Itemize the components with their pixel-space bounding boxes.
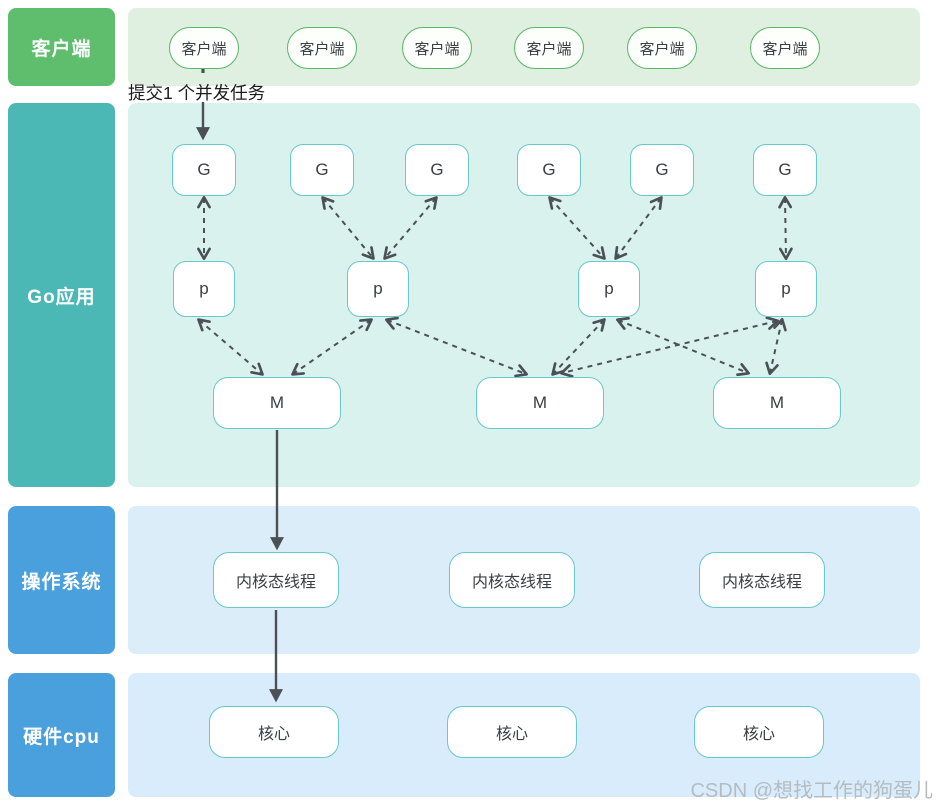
layer-tab-go-app: Go应用 xyxy=(8,103,115,487)
g-5-node: G xyxy=(630,144,694,196)
client-2-node: 客户端 xyxy=(287,27,357,69)
cpu-core-1-node: 核心 xyxy=(209,706,339,758)
p-3-node: p xyxy=(578,261,640,317)
cpu-core-3-node: 核心 xyxy=(694,706,824,758)
kernel-thread-1-node: 内核态线程 xyxy=(213,552,339,608)
submit-task-label: 提交1 个并发任务 xyxy=(128,83,266,103)
g-1-node: G xyxy=(172,144,236,196)
g-3-node: G xyxy=(405,144,469,196)
m-1-node: M xyxy=(213,377,341,429)
g-2-node: G xyxy=(290,144,354,196)
client-6-node: 客户端 xyxy=(750,27,820,69)
p-2-node: p xyxy=(347,261,409,317)
kernel-thread-2-node: 内核态线程 xyxy=(449,552,575,608)
client-1-node: 客户端 xyxy=(169,27,239,69)
m-3-node: M xyxy=(713,377,841,429)
kernel-thread-3-node: 内核态线程 xyxy=(699,552,825,608)
client-4-node: 客户端 xyxy=(514,27,584,69)
p-4-node: p xyxy=(755,261,817,317)
client-5-node: 客户端 xyxy=(627,27,697,69)
layer-tab-client: 客户端 xyxy=(8,8,115,86)
p-1-node: p xyxy=(173,261,235,317)
m-2-node: M xyxy=(476,377,604,429)
cpu-core-2-node: 核心 xyxy=(447,706,577,758)
g-6-node: G xyxy=(753,144,817,196)
g-4-node: G xyxy=(517,144,581,196)
watermark: CSDN @想找工作的狗蛋儿 xyxy=(690,780,933,802)
layer-tab-os: 操作系统 xyxy=(8,506,115,654)
client-3-node: 客户端 xyxy=(402,27,472,69)
layer-tab-hw: 硬件cpu xyxy=(8,673,115,797)
